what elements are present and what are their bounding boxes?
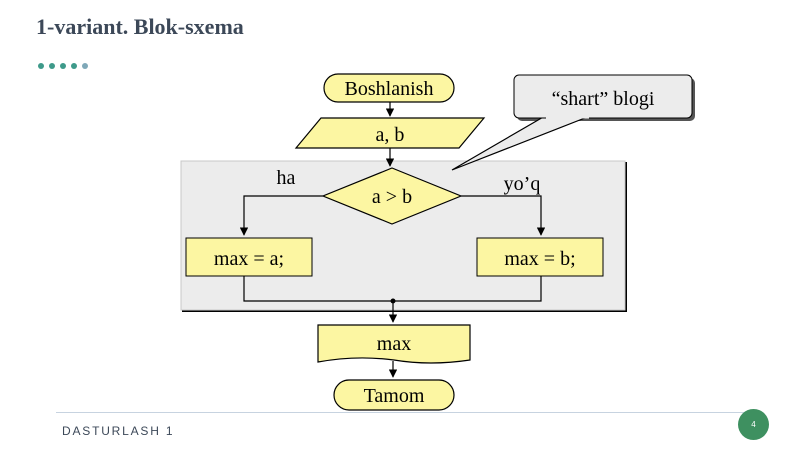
end-label: Tamom bbox=[364, 385, 425, 407]
start-label: Boshlanish bbox=[345, 78, 434, 100]
dot-icon bbox=[49, 63, 55, 69]
callout-label: “shart” blogi bbox=[552, 88, 655, 110]
slide-title: 1-variant. Blok-sxema bbox=[36, 14, 244, 39]
dot-icon bbox=[82, 63, 88, 69]
no-action-box bbox=[476, 237, 604, 277]
merge-line-right bbox=[393, 276, 542, 302]
yes-action-label: max = a; bbox=[214, 248, 284, 270]
input-block bbox=[294, 117, 486, 149]
output-block bbox=[317, 324, 471, 364]
decorative-dots bbox=[38, 63, 88, 69]
dot-icon bbox=[71, 63, 77, 69]
no-action-label: max = b; bbox=[504, 248, 575, 270]
arrow-condition-to-yes bbox=[239, 195, 323, 236]
page-number-badge: 4 bbox=[738, 409, 769, 440]
output-label: max bbox=[377, 333, 411, 355]
yes-action-box bbox=[185, 237, 313, 277]
no-label: yo’q bbox=[504, 173, 541, 195]
arrow-condition-to-no bbox=[461, 195, 546, 236]
dot-icon bbox=[38, 63, 44, 69]
dot-icon bbox=[60, 63, 66, 69]
start-terminal bbox=[323, 73, 455, 103]
footer-divider bbox=[56, 412, 746, 413]
footer-course-name: DASTURLASH 1 bbox=[62, 424, 175, 438]
merge-line-left bbox=[243, 276, 393, 302]
condition-diamond bbox=[321, 167, 463, 225]
callout-box bbox=[513, 74, 693, 119]
condition-label: a > b bbox=[372, 186, 412, 208]
yes-label: ha bbox=[277, 167, 296, 189]
end-terminal bbox=[333, 379, 455, 411]
input-label: a, b bbox=[376, 124, 405, 146]
